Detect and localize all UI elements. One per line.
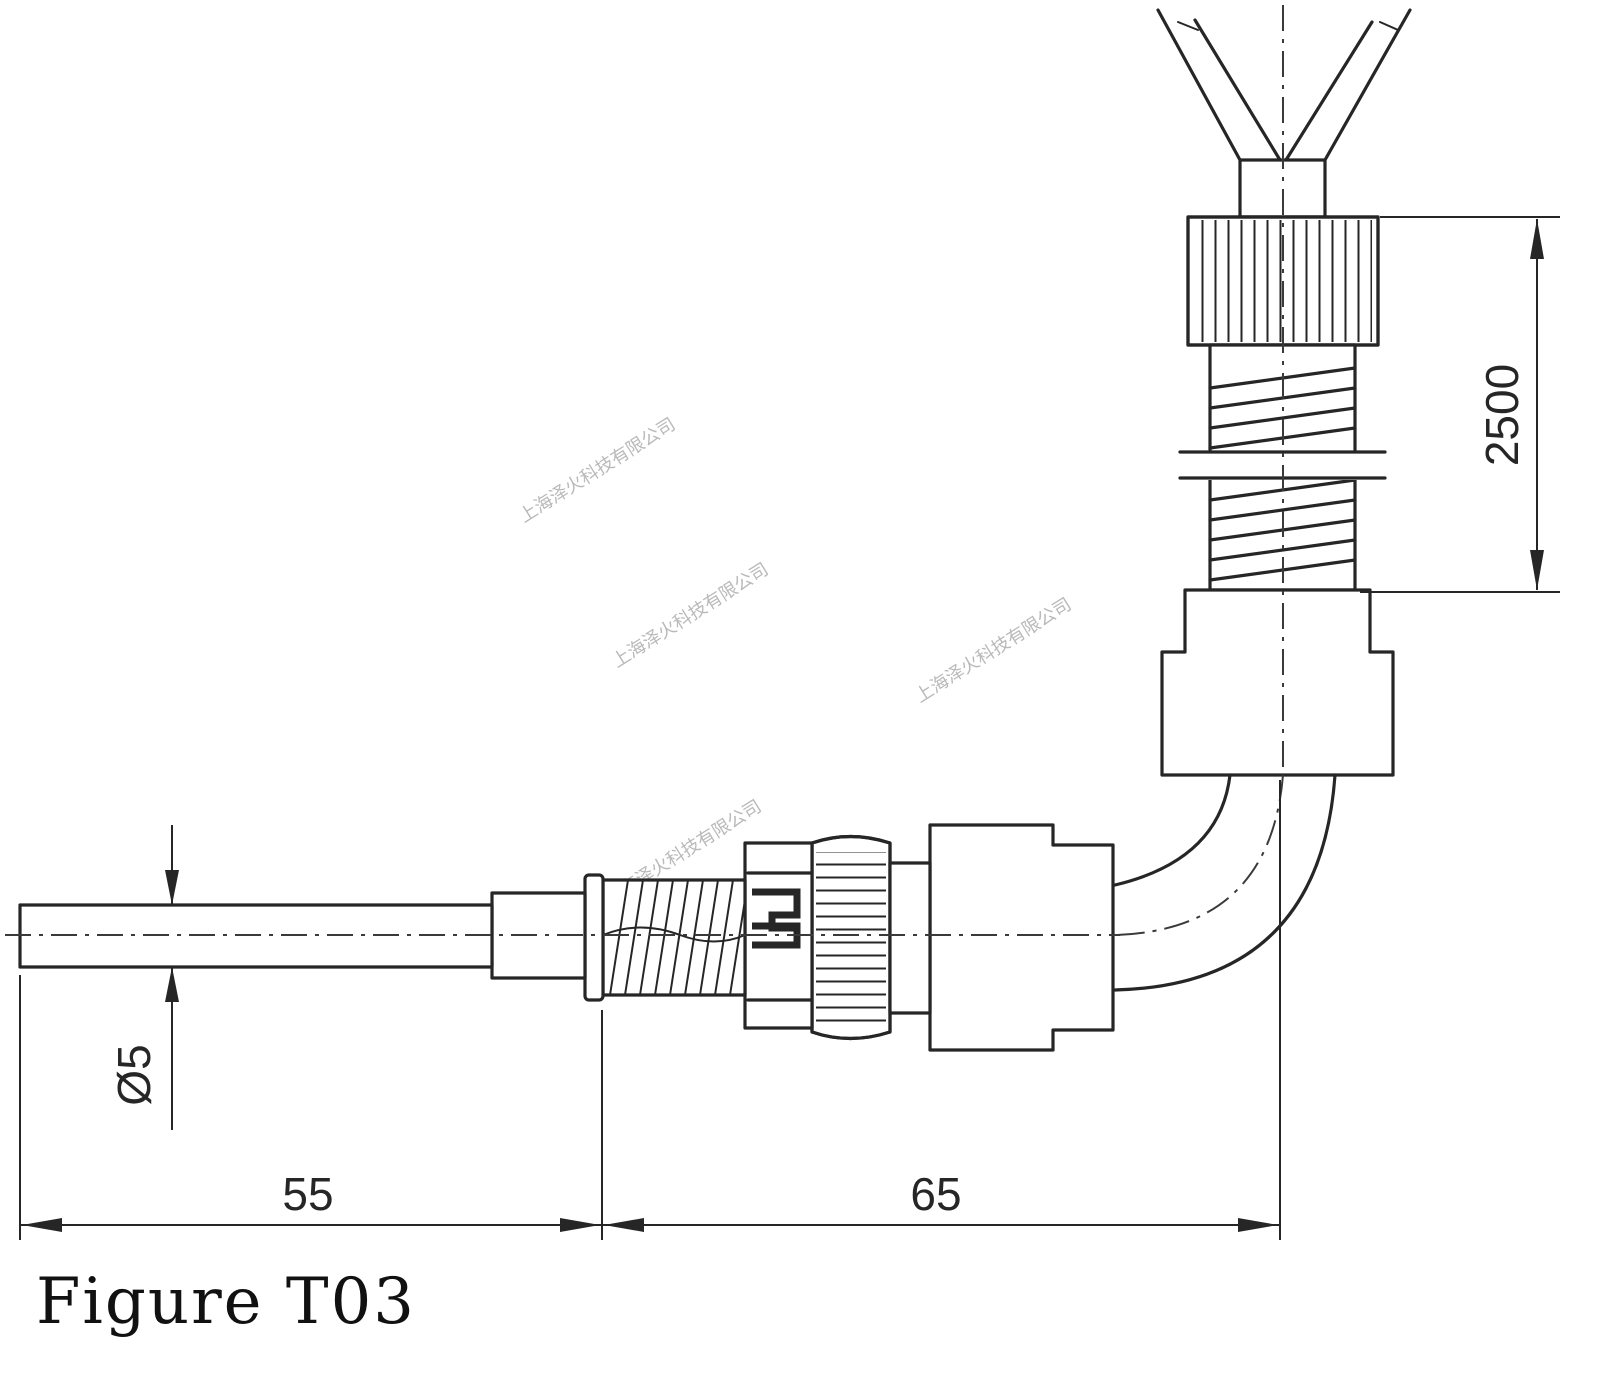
probe-step [490, 891, 587, 980]
watermark-text: 上海泽火科技有限公司 [516, 414, 680, 527]
watermark-text: 上海泽火科技有限公司 [609, 559, 773, 672]
flange-washer [583, 873, 605, 1002]
dimension-diameter: Ø5 [108, 825, 179, 1130]
elbow-bend [1113, 773, 1337, 992]
vertical-housing [1160, 588, 1395, 777]
length-left-label: 55 [282, 1168, 333, 1220]
horizontal-housing [928, 823, 1115, 1052]
dimension-cable-length: 2500 [1360, 216, 1560, 593]
length-right-label: 65 [910, 1168, 961, 1220]
figure-caption: Figure T03 [36, 1265, 416, 1339]
cable-length-label: 2500 [1476, 364, 1528, 466]
diameter-label: Ø5 [108, 1044, 160, 1105]
horizontal-spring [601, 878, 747, 997]
cable-wires [1156, 8, 1412, 162]
watermark-text: 上海泽火科技有限公司 [912, 594, 1076, 707]
horizontal-knurled-nut [810, 834, 932, 1041]
dimension-bottom: 55 65 [19, 780, 1281, 1240]
